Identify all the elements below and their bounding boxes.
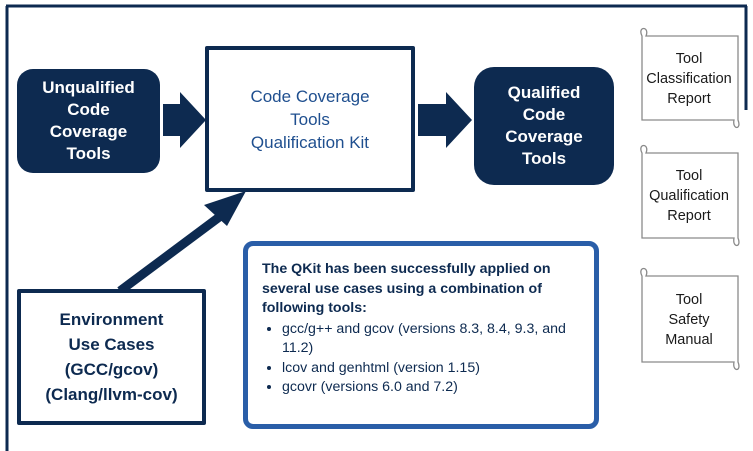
qkit-callout-box: The QKit has been successfully applied o… xyxy=(243,241,599,429)
diagonal-arrow-icon xyxy=(204,191,246,226)
callout-intro: The QKit has been successfully applied o… xyxy=(262,261,551,316)
environment-use-cases-box: Environment Use Cases (GCC/gcov) (Clang/… xyxy=(17,289,206,425)
right-arrow-icon xyxy=(418,92,472,148)
environment-line: Use Cases xyxy=(68,335,155,354)
qualification-kit-box: Code Coverage Tools Qualification Kit xyxy=(205,46,415,192)
doc-line: Tool xyxy=(675,168,703,184)
unqualified-line: Code xyxy=(67,100,110,119)
right-arrow-icon xyxy=(163,92,206,148)
doc-line: Classification xyxy=(646,71,732,87)
scroll-document-icon xyxy=(640,144,740,247)
doc-line: Qualification xyxy=(649,188,729,204)
doc-line: Safety xyxy=(668,312,710,328)
kit-line: Code Coverage xyxy=(250,86,370,106)
tool-classification-report-doc: Tool Classification Report xyxy=(634,40,744,118)
tool-list-item: gcc/g++ and gcov (versions 8.3, 8.4, 9.3… xyxy=(282,320,582,359)
tool-list-item: gcovr (versions 6.0 and 7.2) xyxy=(282,378,582,398)
unqualified-tools-box: Unqualified Code Coverage Tools xyxy=(17,69,160,173)
doc-line: Tool xyxy=(675,51,703,67)
environment-line: Environment xyxy=(59,310,164,329)
doc-line: Tool xyxy=(675,292,703,308)
unqualified-line: Unqualified xyxy=(42,78,135,97)
tool-list: gcc/g++ and gcov (versions 8.3, 8.4, 9.3… xyxy=(262,320,582,398)
scroll-document-icon xyxy=(640,267,740,371)
qualified-line: Qualified xyxy=(507,83,581,102)
tool-qualification-report-doc: Tool Qualification Report xyxy=(634,157,744,235)
unqualified-line: Tools xyxy=(66,144,111,163)
doc-line: Report xyxy=(667,91,711,107)
environment-line: (GCC/gcov) xyxy=(64,360,159,379)
qualified-line: Coverage xyxy=(505,127,583,146)
diagonal-arrow-shaft xyxy=(117,208,229,295)
qualified-line: Tools xyxy=(521,149,567,168)
tool-safety-manual-doc: Tool Safety Manual xyxy=(634,280,744,360)
unqualified-line: Coverage xyxy=(49,122,128,141)
qualified-tools-box: Qualified Code Coverage Tools xyxy=(474,67,614,185)
qualified-line: Code xyxy=(522,105,566,124)
doc-line: Manual xyxy=(665,332,713,348)
tool-list-item: lcov and genhtml (version 1.15) xyxy=(282,359,582,379)
kit-line: Qualification Kit xyxy=(250,132,370,152)
doc-line: Report xyxy=(667,208,711,224)
environment-line: (Clang/llvm-cov) xyxy=(45,385,178,404)
scroll-document-icon xyxy=(640,27,740,129)
kit-line: Tools xyxy=(290,109,330,129)
